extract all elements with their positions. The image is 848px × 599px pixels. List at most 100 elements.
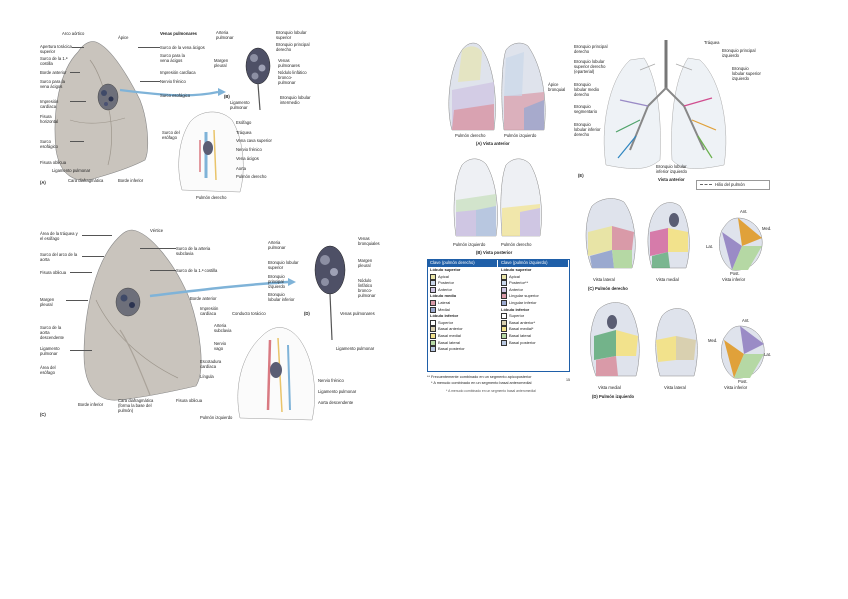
key-row-label: Lóbulo inferior (501, 306, 530, 312)
inset-d-label-1: Bronquio lobular superior (268, 260, 299, 270)
label-c-left-3: Margen pleural (40, 297, 55, 307)
key-row-label: Superior (509, 313, 525, 319)
key-swatch (501, 280, 507, 287)
footnote-2: * A menudo combinado en un segmento basa… (431, 381, 532, 385)
re-right-0: Bronquio lobular superior izquierdo (732, 66, 761, 81)
label-c-top-1: Surco de la arteria subclavia (176, 246, 211, 256)
lower-a-label-3: Vena cava superior (236, 138, 272, 143)
label-a-left-4: Surco para la vena ácigos (40, 79, 65, 89)
key-right-row: Lóbulo inferior (427, 313, 497, 320)
footnote-1: ** Frecuentemente combinado en un segmen… (427, 375, 532, 379)
key-right-row: Apical (427, 273, 497, 281)
rb-title: (B) Vista posterior (476, 250, 513, 255)
label-c-bottom-0: Borde inferior (78, 402, 104, 407)
key-right-row: Anterior (427, 286, 497, 294)
label-a-left-7: Surco esofágico (40, 139, 58, 149)
label-c-left-6: Área del esófago (40, 365, 56, 375)
label-a-left-8: Fisura oblicua (40, 160, 67, 165)
key-left-lung: Clave (pulmón izquierdo) Lóbulo superior… (498, 259, 568, 346)
label-a-mid-3: Nervio frénico (160, 79, 186, 84)
label-c-left-0: Área de la tráquea y el esófago (40, 231, 78, 241)
label-a-left-2: Surco de la 1.ª costilla (40, 56, 68, 66)
leader-c-1 (82, 235, 112, 236)
key-row-label: Apical (438, 273, 449, 279)
key-left-title: Clave (pulmón izquierdo) (498, 259, 568, 267)
footnote-3: * A menudo combinado en un segmento basa… (446, 389, 536, 393)
label-a-top-0: Ápice (118, 35, 129, 40)
key-row-label: Apical (509, 273, 520, 279)
re-title: Vista anterior (658, 177, 685, 182)
key-left-row: Basal lateral (498, 332, 568, 340)
label-c-left-5: Ligamento pulmonar (40, 346, 60, 356)
label-c-center-0: Borde anterior (190, 296, 217, 301)
leader-a-1 (72, 47, 84, 48)
key-left-row: Lingular inferior (498, 299, 568, 307)
key-border (427, 259, 570, 372)
key-swatch (501, 293, 507, 300)
rc-title: (C) Pulmón derecho (588, 286, 628, 291)
hilum-dashed-swatch (700, 184, 712, 185)
key-row-label: Basal lateral (509, 333, 532, 338)
inset-d-label-0: Arteria pulmonar (268, 240, 286, 250)
re-legend-label: Hilio del pulmón (715, 182, 745, 187)
rd-label-post: Post. (738, 379, 748, 384)
label-c-center-5: Escotadura cardíaca (200, 359, 222, 369)
key-left-row: Anterior (498, 286, 568, 294)
leader-c-5 (70, 350, 92, 351)
key-row-label: Lóbulo medio (430, 293, 457, 299)
key-right-row: Superior (427, 319, 497, 327)
key-swatch (501, 299, 507, 306)
key-row-label: Medial (438, 306, 450, 312)
key-right-row: Basal posterior (427, 346, 497, 353)
key-row-label: Superior (438, 319, 454, 325)
inset-d-label-4: Venas bronquiales (358, 236, 380, 246)
inset-b-label-5: Nódulo linfático bronco-pulmonar (278, 70, 307, 85)
ra-title: (A) Vista anterior (476, 141, 510, 146)
label-a-left-3: Borde anterior (40, 70, 67, 75)
label-c-center-6: Língula (200, 374, 214, 379)
leader-a-3 (70, 101, 86, 102)
tag-c: (C) (40, 412, 46, 417)
rc-label-lat: Lat. (706, 244, 713, 249)
key-row-label: Lóbulo superior (501, 267, 532, 272)
key-row-label: Anterior (438, 286, 453, 292)
tag-b: (B) (224, 94, 230, 99)
inset-b-label-3: Margen pleural (214, 58, 229, 68)
key-swatch (501, 319, 507, 326)
key-row-label: Basal medial* (509, 326, 534, 332)
rc-caption-0: Vista lateral (593, 277, 615, 282)
rc-caption-2: Vista inferior (722, 277, 746, 282)
rc-label-med: Med. (762, 226, 772, 231)
rd-caption-1: Vista lateral (664, 385, 686, 390)
rd-label-lat: Lat. (764, 352, 771, 357)
label-a-mid-2: Impresión cardíaca (160, 70, 196, 75)
label-c-left-1: Surco del arco de la aorta (40, 252, 78, 262)
lower-a-label-6: Aorta (236, 166, 247, 171)
label-c-top-0: Vértice (150, 228, 164, 233)
key-swatch (430, 306, 436, 313)
lower-a-label-4: Nervio frénico (236, 147, 262, 152)
key-swatch (501, 326, 507, 333)
label-a-left-5: Impresión cardíaca (40, 99, 59, 109)
key-swatch (501, 313, 507, 320)
ra-caption-1: Pulmón izquierdo (504, 133, 537, 138)
key-right-row: Lóbulo medio (427, 293, 497, 300)
page-number: 15 (566, 378, 570, 382)
label-a-left-6: Fisura horizontal (40, 114, 59, 124)
key-left-row: Apical (498, 273, 568, 281)
ra-side: Ápice bronquial (548, 82, 566, 92)
label-c-left-2: Fisura oblicua (40, 270, 67, 275)
key-swatch (501, 339, 507, 346)
re-left-0: Bronquio principal derecho (574, 44, 608, 54)
inset-d-label-8: Ligamento pulmonar (336, 346, 375, 351)
inset-b-label-2: Bronquio principal derecho (276, 42, 310, 52)
key-row-label: Posterior** (509, 280, 529, 286)
key-right-row: Lóbulo superior (427, 267, 497, 274)
inset-b-label-7: Ligamento pulmonar (230, 100, 250, 110)
key-right-row: Basal lateral (427, 339, 497, 347)
